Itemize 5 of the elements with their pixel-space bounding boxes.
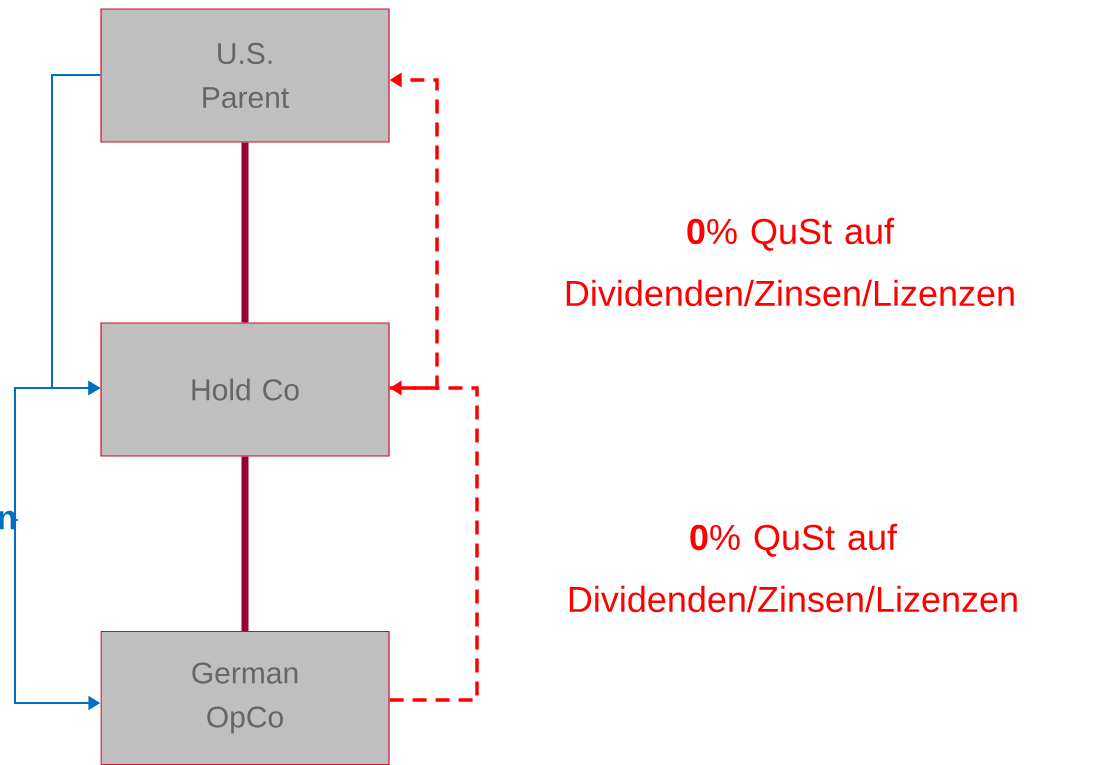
entity-box: German OpCo (100, 630, 390, 765)
entity-box: U.S. Parent (100, 8, 390, 143)
tax-rate-label: 0% QuSt auf Dividenden/Zinsen/Lizenzen (569, 523, 1017, 613)
tax-rate-label: 0% QuSt auf Dividenden/Zinsen/Lizenzen (566, 217, 1014, 307)
entity-box: Hold Co (100, 322, 390, 457)
